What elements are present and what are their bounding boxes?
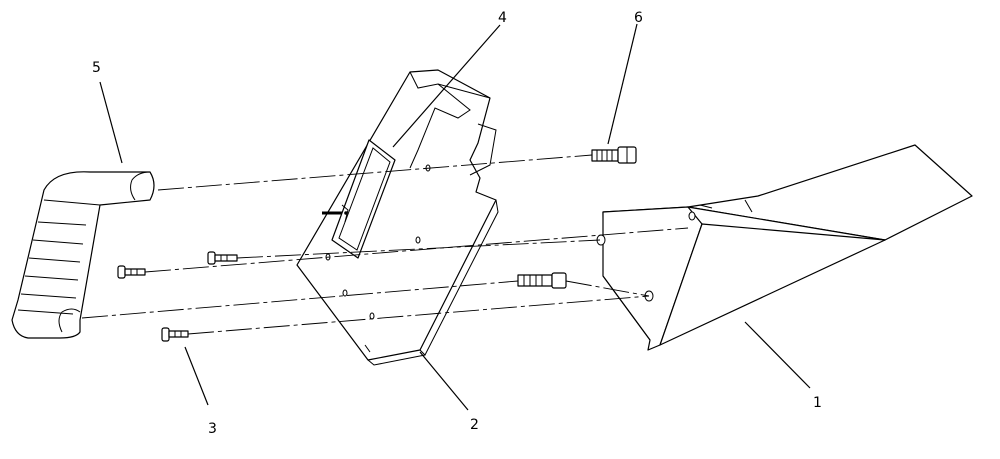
callout-2: 2 <box>470 417 479 433</box>
leader-lines <box>99 23 811 411</box>
callout-6: 6 <box>634 10 643 26</box>
mounting-plate-part-2 <box>296 69 499 366</box>
bolt-part-6 <box>591 146 637 164</box>
screw-left <box>117 265 146 279</box>
callout-5: 5 <box>92 60 101 76</box>
bracket-hole-top <box>688 211 696 221</box>
callout-4: 4 <box>498 10 507 26</box>
callout-3: 3 <box>208 421 217 437</box>
plate-hole-4 <box>342 289 348 297</box>
bracket-part-1 <box>596 144 973 351</box>
assembly-lines <box>81 154 689 335</box>
plate-hole-5 <box>369 312 375 320</box>
handle-part-5 <box>11 171 155 339</box>
callout-1: 1 <box>813 395 822 411</box>
screw-part-3 <box>161 327 189 342</box>
plate-hole-2 <box>415 236 421 244</box>
bolt-lower <box>517 272 567 289</box>
screw-upper <box>207 251 238 265</box>
